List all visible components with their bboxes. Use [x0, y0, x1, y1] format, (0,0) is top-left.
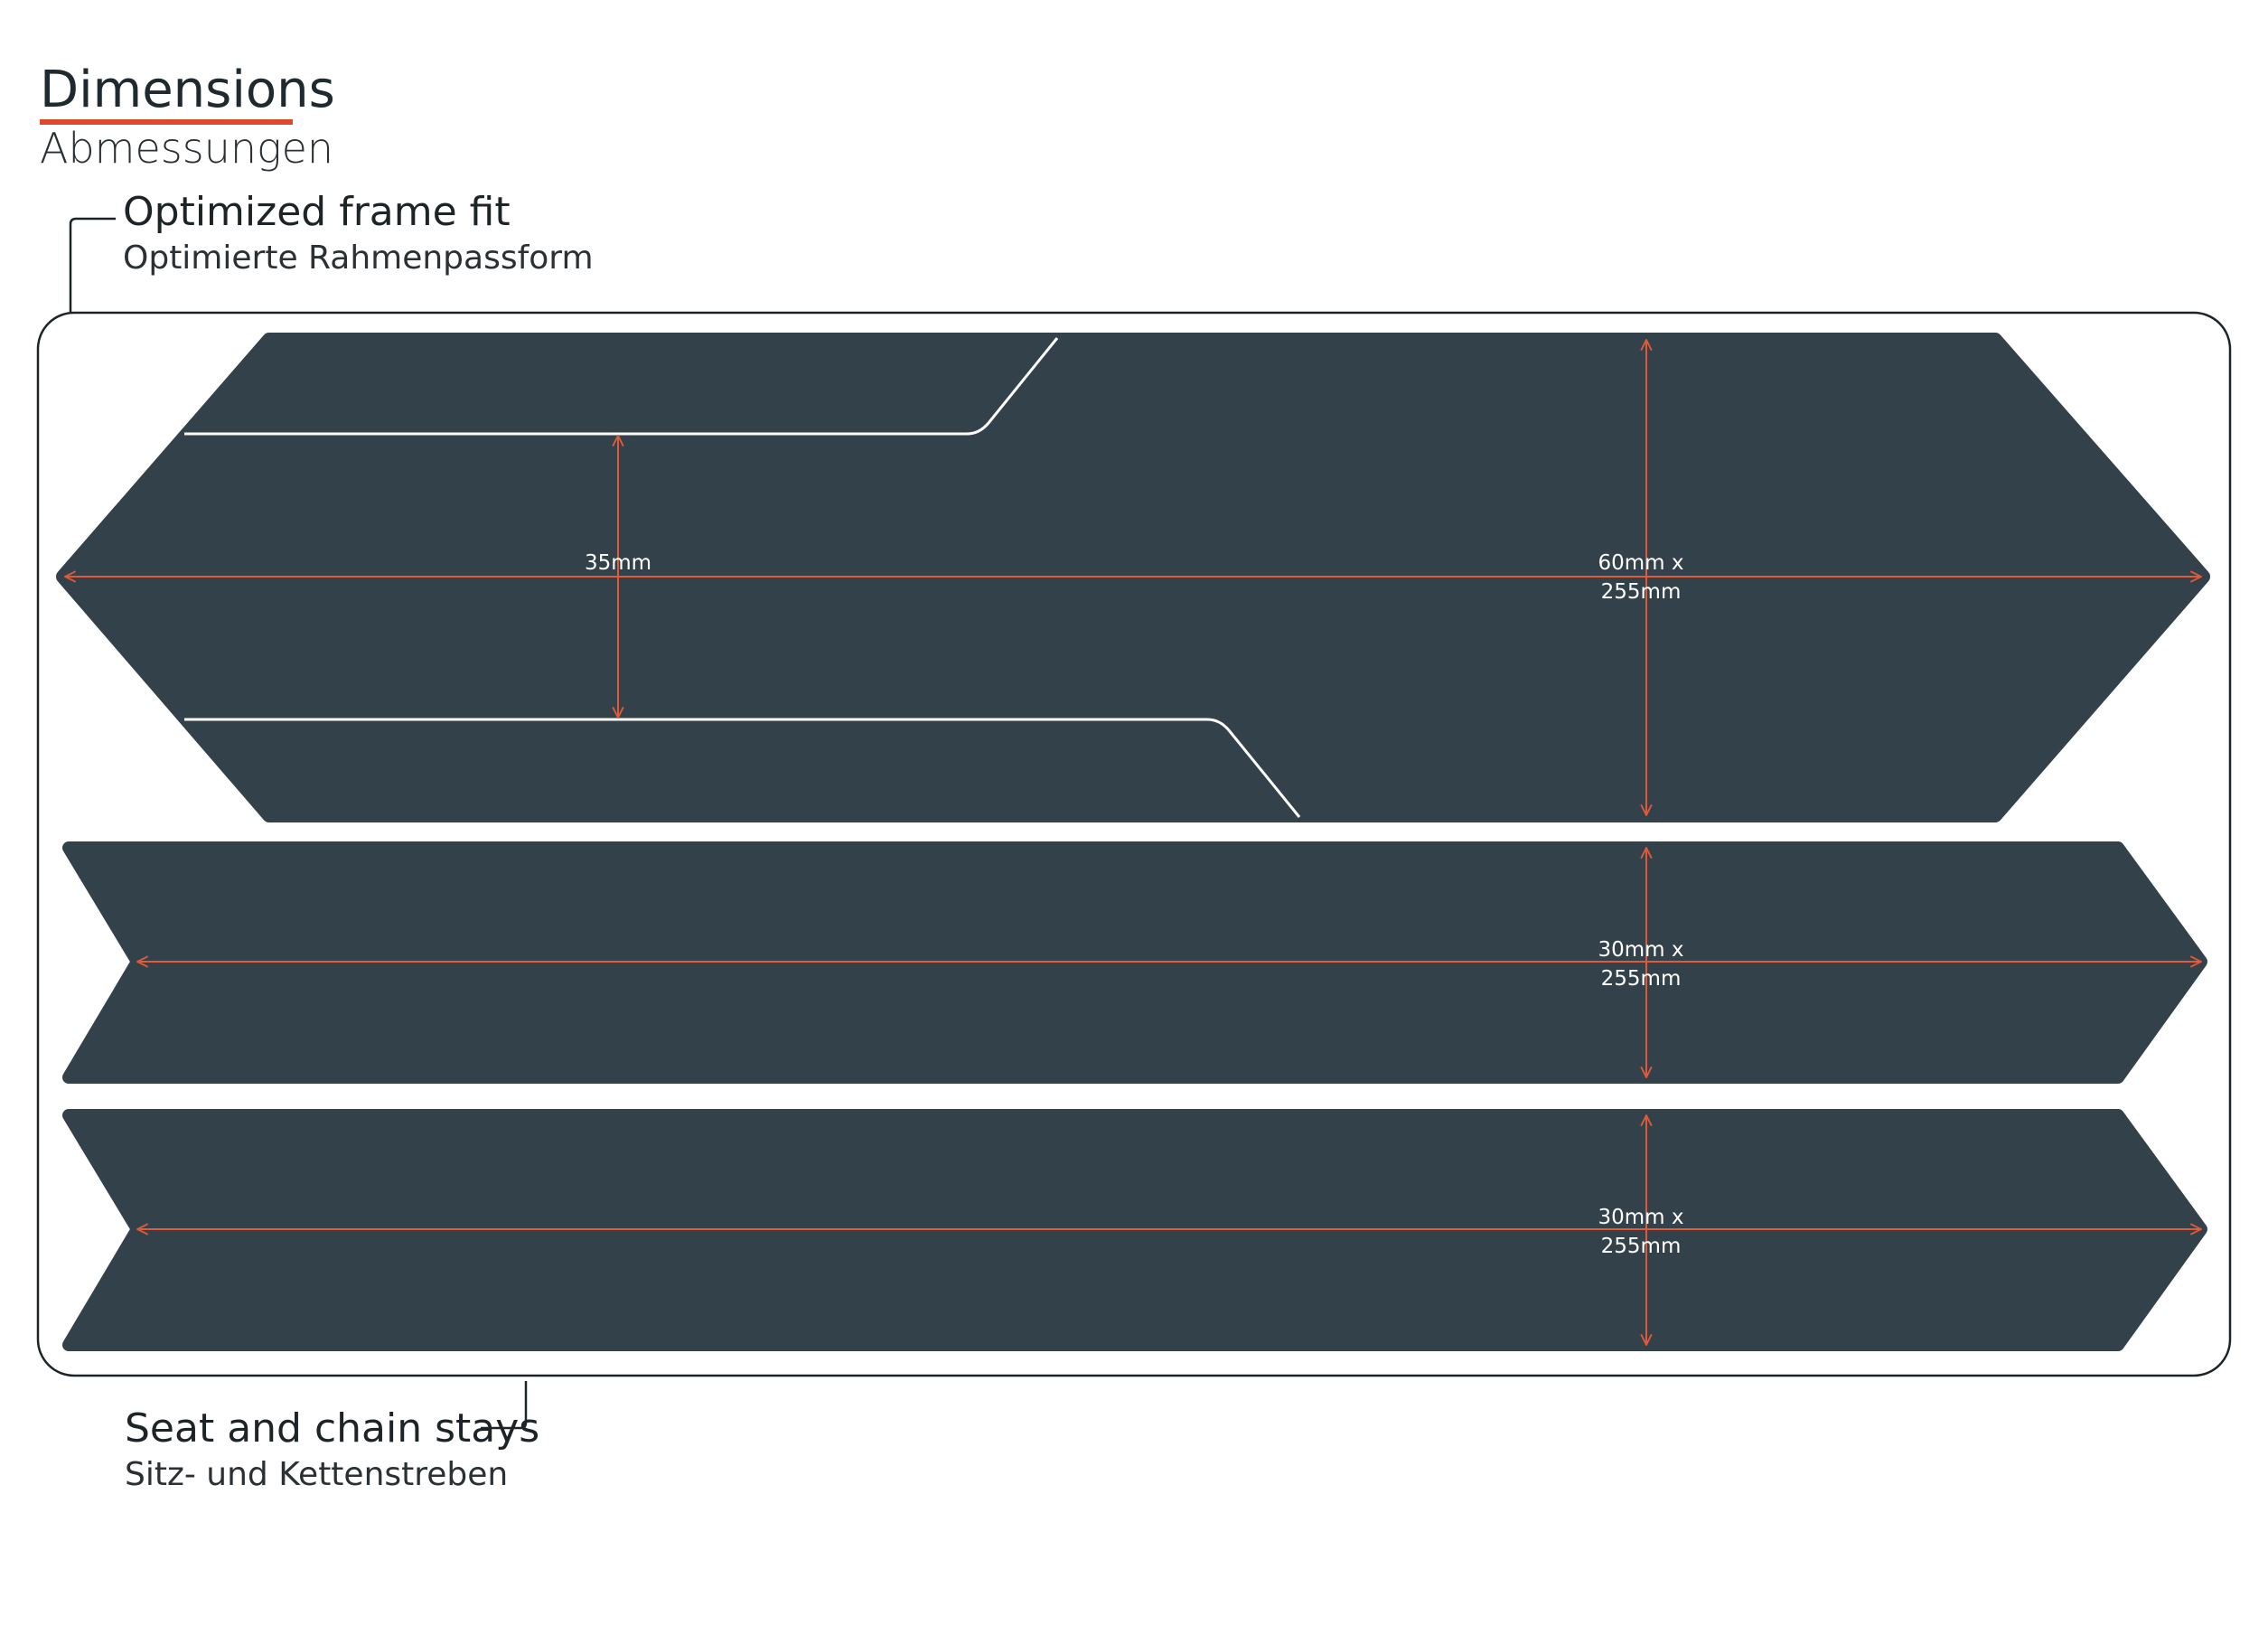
callout-frame-fit-title: Optimized frame fit	[123, 189, 511, 235]
frame-inner-dimension-label: 35mm	[585, 551, 651, 575]
callout-frame-fit-subtitle: Optimierte Rahmenpassform	[123, 240, 594, 277]
callout-stays-title: Seat and chain stays	[125, 1405, 540, 1452]
stay-1-dimension-label-line1: 30mm x	[1598, 938, 1684, 962]
frame-dimension-label-line2: 255mm	[1601, 580, 1682, 604]
page-title: Dimensions	[40, 61, 335, 119]
frame-cut-line-top	[184, 337, 1059, 436]
callout-top-leader	[69, 217, 116, 313]
callout-stays-subtitle: Sitz- und Kettenstreben	[125, 1456, 509, 1493]
page-subtitle: Abmessungen	[40, 124, 334, 173]
callout-bottom-leader	[481, 1381, 528, 1430]
stay-2-dimension-label-line1: 30mm x	[1598, 1206, 1684, 1229]
frame-cut-line-bottom	[184, 718, 1301, 818]
title-underline	[40, 119, 293, 125]
stay-2-dimension-label-line2: 255mm	[1601, 1235, 1682, 1258]
frame-dimension-label-line1: 60mm x	[1598, 551, 1684, 575]
stay-1-dimension-label-line2: 255mm	[1601, 967, 1682, 991]
